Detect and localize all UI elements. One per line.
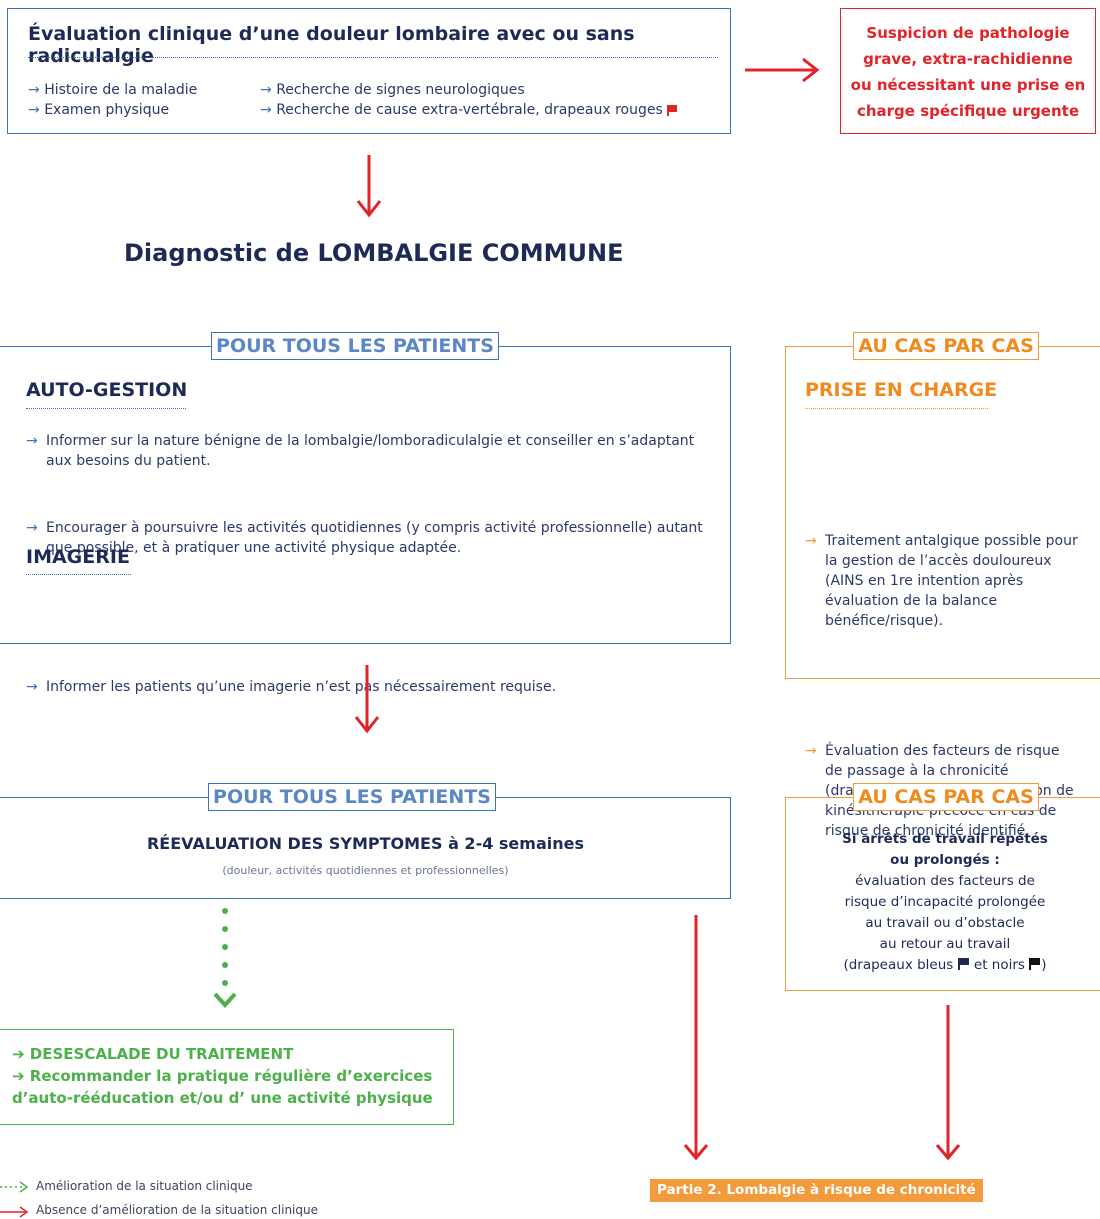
improvement-arrow: [213, 908, 237, 1008]
eval-item-exam: → Examen physique: [28, 102, 170, 118]
arrow-no-improvement: [683, 915, 709, 1161]
imagerie-title: IMAGERIE: [26, 546, 130, 568]
blue-flag-icon: [957, 958, 970, 970]
severe-line-2: grave, extra-rachidienne: [863, 50, 1073, 68]
case-by-case-tab-2: AU CAS PAR CAS: [853, 783, 1039, 811]
arrow-to-diagnostic: [356, 155, 382, 218]
eval-item-history: → Histoire de la maladie: [28, 82, 198, 98]
legend-no-improve-icon: [0, 1206, 29, 1218]
legend-improve-label: Amélioration de la situation clinique: [36, 1179, 253, 1193]
evaluation-divider: [28, 57, 718, 58]
severe-line-3: ou nécessitant une prise en: [850, 76, 1086, 94]
work-line-bold-1: Si arrêts de travail répétés: [842, 831, 1048, 847]
eval-item-neuro: → Recherche de signes neurologiques: [260, 82, 525, 98]
diagnostic-title: Diagnostic de LOMBALGIE COMMUNE: [124, 239, 624, 267]
arrow-to-severe: [745, 57, 820, 83]
de-escalation-line-2: ➔ Recommander la pratique régulière d’ex…: [12, 1067, 433, 1085]
care-item-1: →Traitement antalgique possible pour la …: [805, 533, 1078, 629]
auto-gestion-item-1: →Informer sur la nature bénigne de la lo…: [26, 433, 695, 469]
work-line-bold-2: ou prolongés :: [890, 852, 1000, 868]
eval-item-redflags: → Recherche de cause extra-vertébrale, d…: [260, 100, 677, 120]
work-flags-line: (drapeaux bleus et noirs ): [843, 957, 1047, 973]
severe-line-1: Suspicion de pathologie: [866, 24, 1070, 42]
legend-improve-icon: [0, 1181, 29, 1193]
work-text: Si arrêts de travail répétés ou prolongé…: [790, 829, 1100, 976]
imagerie-divider: [26, 574, 131, 575]
auto-gestion-divider: [26, 408, 186, 409]
de-escalation-line-1: ➔ DESESCALADE DU TRAITEMENT: [12, 1045, 294, 1063]
severe-pathology-box: Suspicion de pathologie grave, extra-rac…: [840, 8, 1096, 134]
reevaluation-subtitle: (douleur, activités quotidiennes et prof…: [222, 864, 509, 877]
work-line-3: au travail ou d’obstacle: [865, 915, 1025, 931]
case-by-case-tab-1: AU CAS PAR CAS: [853, 332, 1039, 360]
de-escalation-box: [0, 1029, 454, 1125]
de-escalation-text: ➔ DESESCALADE DU TRAITEMENT ➔ Recommande…: [12, 1043, 433, 1109]
work-line-2: risque d’incapacité prolongée: [844, 894, 1046, 910]
auto-gestion-title: AUTO-GESTION: [26, 379, 188, 401]
legend-no-improve-label: Absence d’amélioration de la situation c…: [36, 1203, 318, 1217]
de-escalation-line-3: d’auto-rééducation et/ou d’ une activité…: [12, 1089, 433, 1107]
arrow-to-reevaluation: [354, 665, 380, 734]
red-flag-icon: [666, 104, 677, 116]
care-divider: [805, 408, 988, 409]
care-title: PRISE EN CHARGE: [805, 379, 998, 401]
reevaluation-tab: POUR TOUS LES PATIENTS: [208, 783, 496, 811]
black-flag-icon: [1029, 958, 1041, 970]
work-line-4: au retour au travail: [879, 936, 1011, 952]
all-patients-tab: POUR TOUS LES PATIENTS: [211, 332, 499, 360]
arrow-work-to-partie2: [935, 1005, 961, 1161]
imagerie-item-1: →Informer les patients qu’une imagerie n…: [26, 679, 557, 695]
evaluation-box: Évaluation clinique d’une douleur lombai…: [7, 8, 731, 134]
reevaluation-title: RÉEVALUATION DES SYMPTOMES à 2-4 semaine…: [146, 834, 584, 853]
work-line-1: évaluation des facteurs de: [855, 873, 1035, 889]
severe-line-4: charge spécifique urgente: [856, 102, 1080, 120]
auto-gestion-item-2: →Encourager à poursuivre les activités q…: [26, 520, 703, 556]
evaluation-title: Évaluation clinique d’une douleur lombai…: [28, 23, 635, 67]
partie2-link[interactable]: Partie 2. Lombalgie à risque de chronici…: [650, 1179, 983, 1202]
